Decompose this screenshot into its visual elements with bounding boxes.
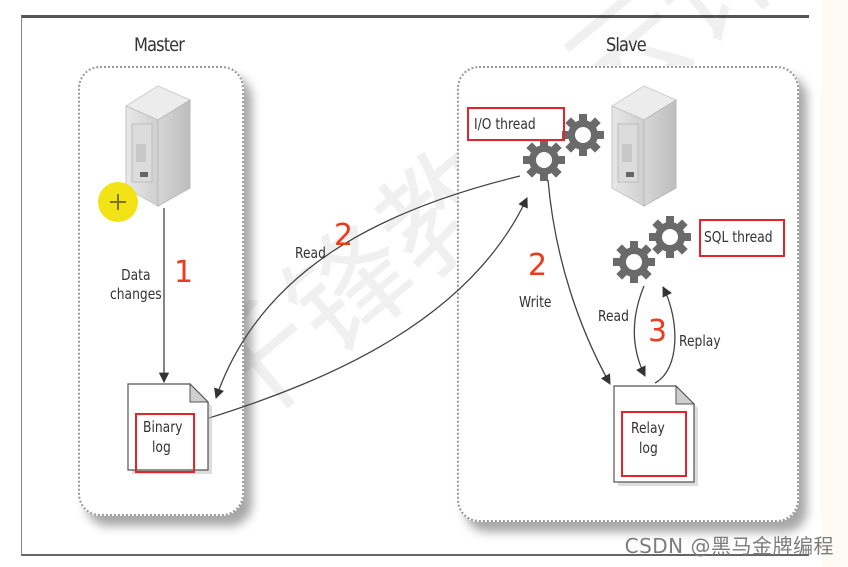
- arrow-replay: [654, 286, 676, 384]
- slave-server-icon: [610, 85, 678, 207]
- relay-log-highlight: Relay log: [621, 411, 687, 477]
- arrow-sql-read: [633, 285, 646, 377]
- arrow-read-to-binlog: [214, 175, 521, 399]
- master-server-icon: [124, 85, 192, 207]
- data-changes-label: Data changes: [110, 266, 162, 303]
- io-thread-highlight: I/O thread: [467, 107, 565, 141]
- binary-log-label-line1: Binary: [143, 418, 183, 436]
- binary-log-doc-icon: [127, 382, 212, 474]
- cursor-highlight-icon: [98, 182, 138, 222]
- relay-log-doc-icon: [613, 384, 698, 486]
- arrow-write-to-relaylog: [547, 179, 611, 385]
- slave-title: Slave: [606, 34, 647, 56]
- sql-thread-label: SQL thread: [704, 228, 773, 246]
- relay-log-label-line1: Relay: [631, 419, 665, 437]
- replay-label: Replay: [679, 332, 721, 350]
- step-1-number: 1: [174, 255, 194, 290]
- step-2-read-number: 2: [334, 218, 354, 253]
- right-margin-strip: [821, 0, 848, 567]
- sql-thread-highlight: SQL thread: [699, 219, 785, 257]
- csdn-watermark: CSDN @黑马金牌编程: [624, 534, 834, 558]
- read-label-cross: Read: [295, 244, 326, 262]
- step-2-write-number: 2: [528, 248, 548, 283]
- sql-thread-gears-icon: [613, 216, 691, 283]
- binary-log-label-line2: log: [152, 438, 171, 456]
- write-label: Write: [519, 293, 552, 311]
- arrow-binlog-to-io: [208, 197, 528, 419]
- relay-log-label-line2: log: [639, 439, 658, 457]
- step-3-number: 3: [648, 314, 668, 349]
- io-thread-label: I/O thread: [474, 115, 536, 133]
- master-title: Master: [134, 34, 185, 56]
- sql-read-label: Read: [598, 307, 629, 325]
- binary-log-highlight: Binary log: [135, 413, 195, 473]
